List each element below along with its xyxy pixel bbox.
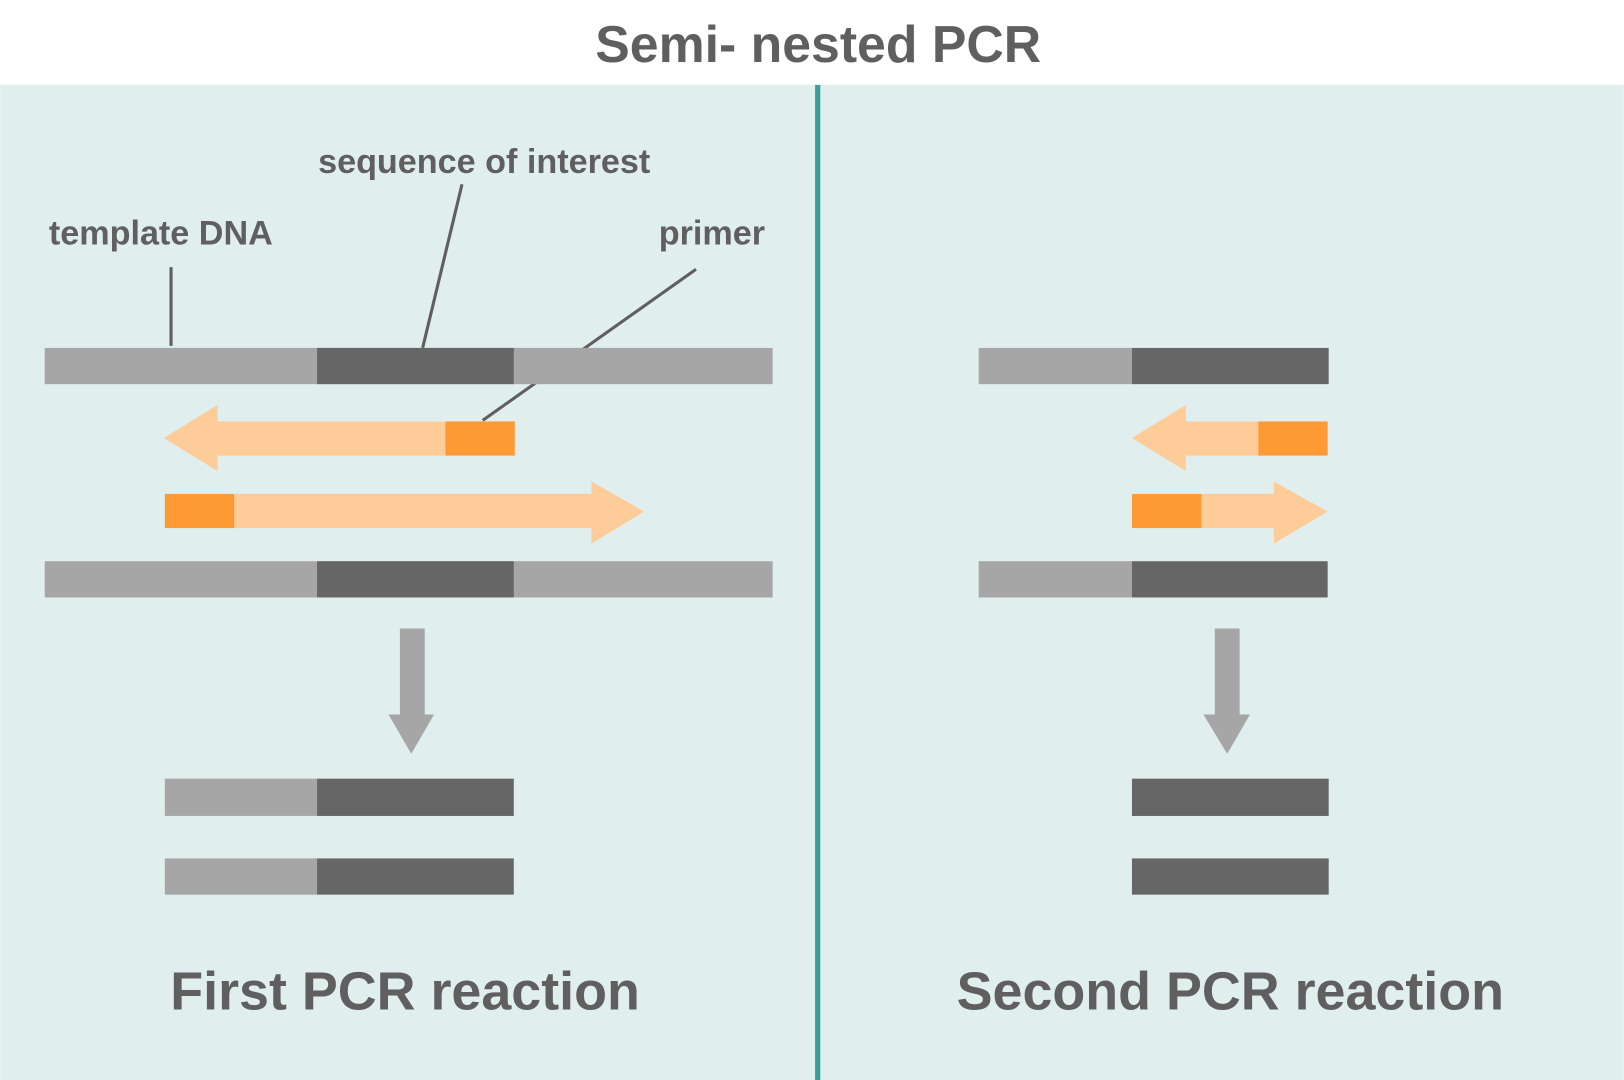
template-strand-bottom (978, 561, 1328, 598)
reverse-nested-primer-arrow (1131, 404, 1328, 472)
label-sequence-of-interest: sequence of interest (318, 143, 650, 181)
reverse-primer-arrow (163, 404, 515, 472)
diagram-title: Semi- nested PCR (595, 15, 1041, 73)
second-pcr-panel: Second PCR reaction (957, 347, 1504, 1022)
first-pcr-panel: sequence of interest template DNA primer (44, 143, 773, 1022)
title-area (0, 0, 1624, 85)
product-strand (164, 858, 514, 895)
product-strand (1131, 778, 1329, 816)
sequence-pointer (421, 183, 464, 349)
label-primer: primer (659, 214, 765, 252)
forward-primer-arrow (164, 481, 645, 544)
product-strand (164, 778, 514, 816)
primer-block (445, 421, 515, 456)
forward-primer-arrow (1131, 481, 1328, 544)
template-strand-top (978, 347, 1329, 385)
primer-block (1131, 493, 1202, 529)
template-strand-top (44, 347, 773, 385)
second-pcr-label: Second PCR reaction (957, 962, 1504, 1022)
panel-divider (815, 84, 821, 1080)
primer-block (1258, 421, 1328, 456)
product-strand (1131, 858, 1329, 895)
template-strand-bottom (44, 561, 773, 598)
down-arrow-icon (1203, 628, 1251, 754)
primer-block (164, 493, 235, 529)
first-pcr-label: First PCR reaction (170, 962, 640, 1022)
down-arrow-icon (388, 628, 435, 754)
label-template-dna: template DNA (49, 214, 273, 252)
primer-pointer (481, 267, 697, 422)
